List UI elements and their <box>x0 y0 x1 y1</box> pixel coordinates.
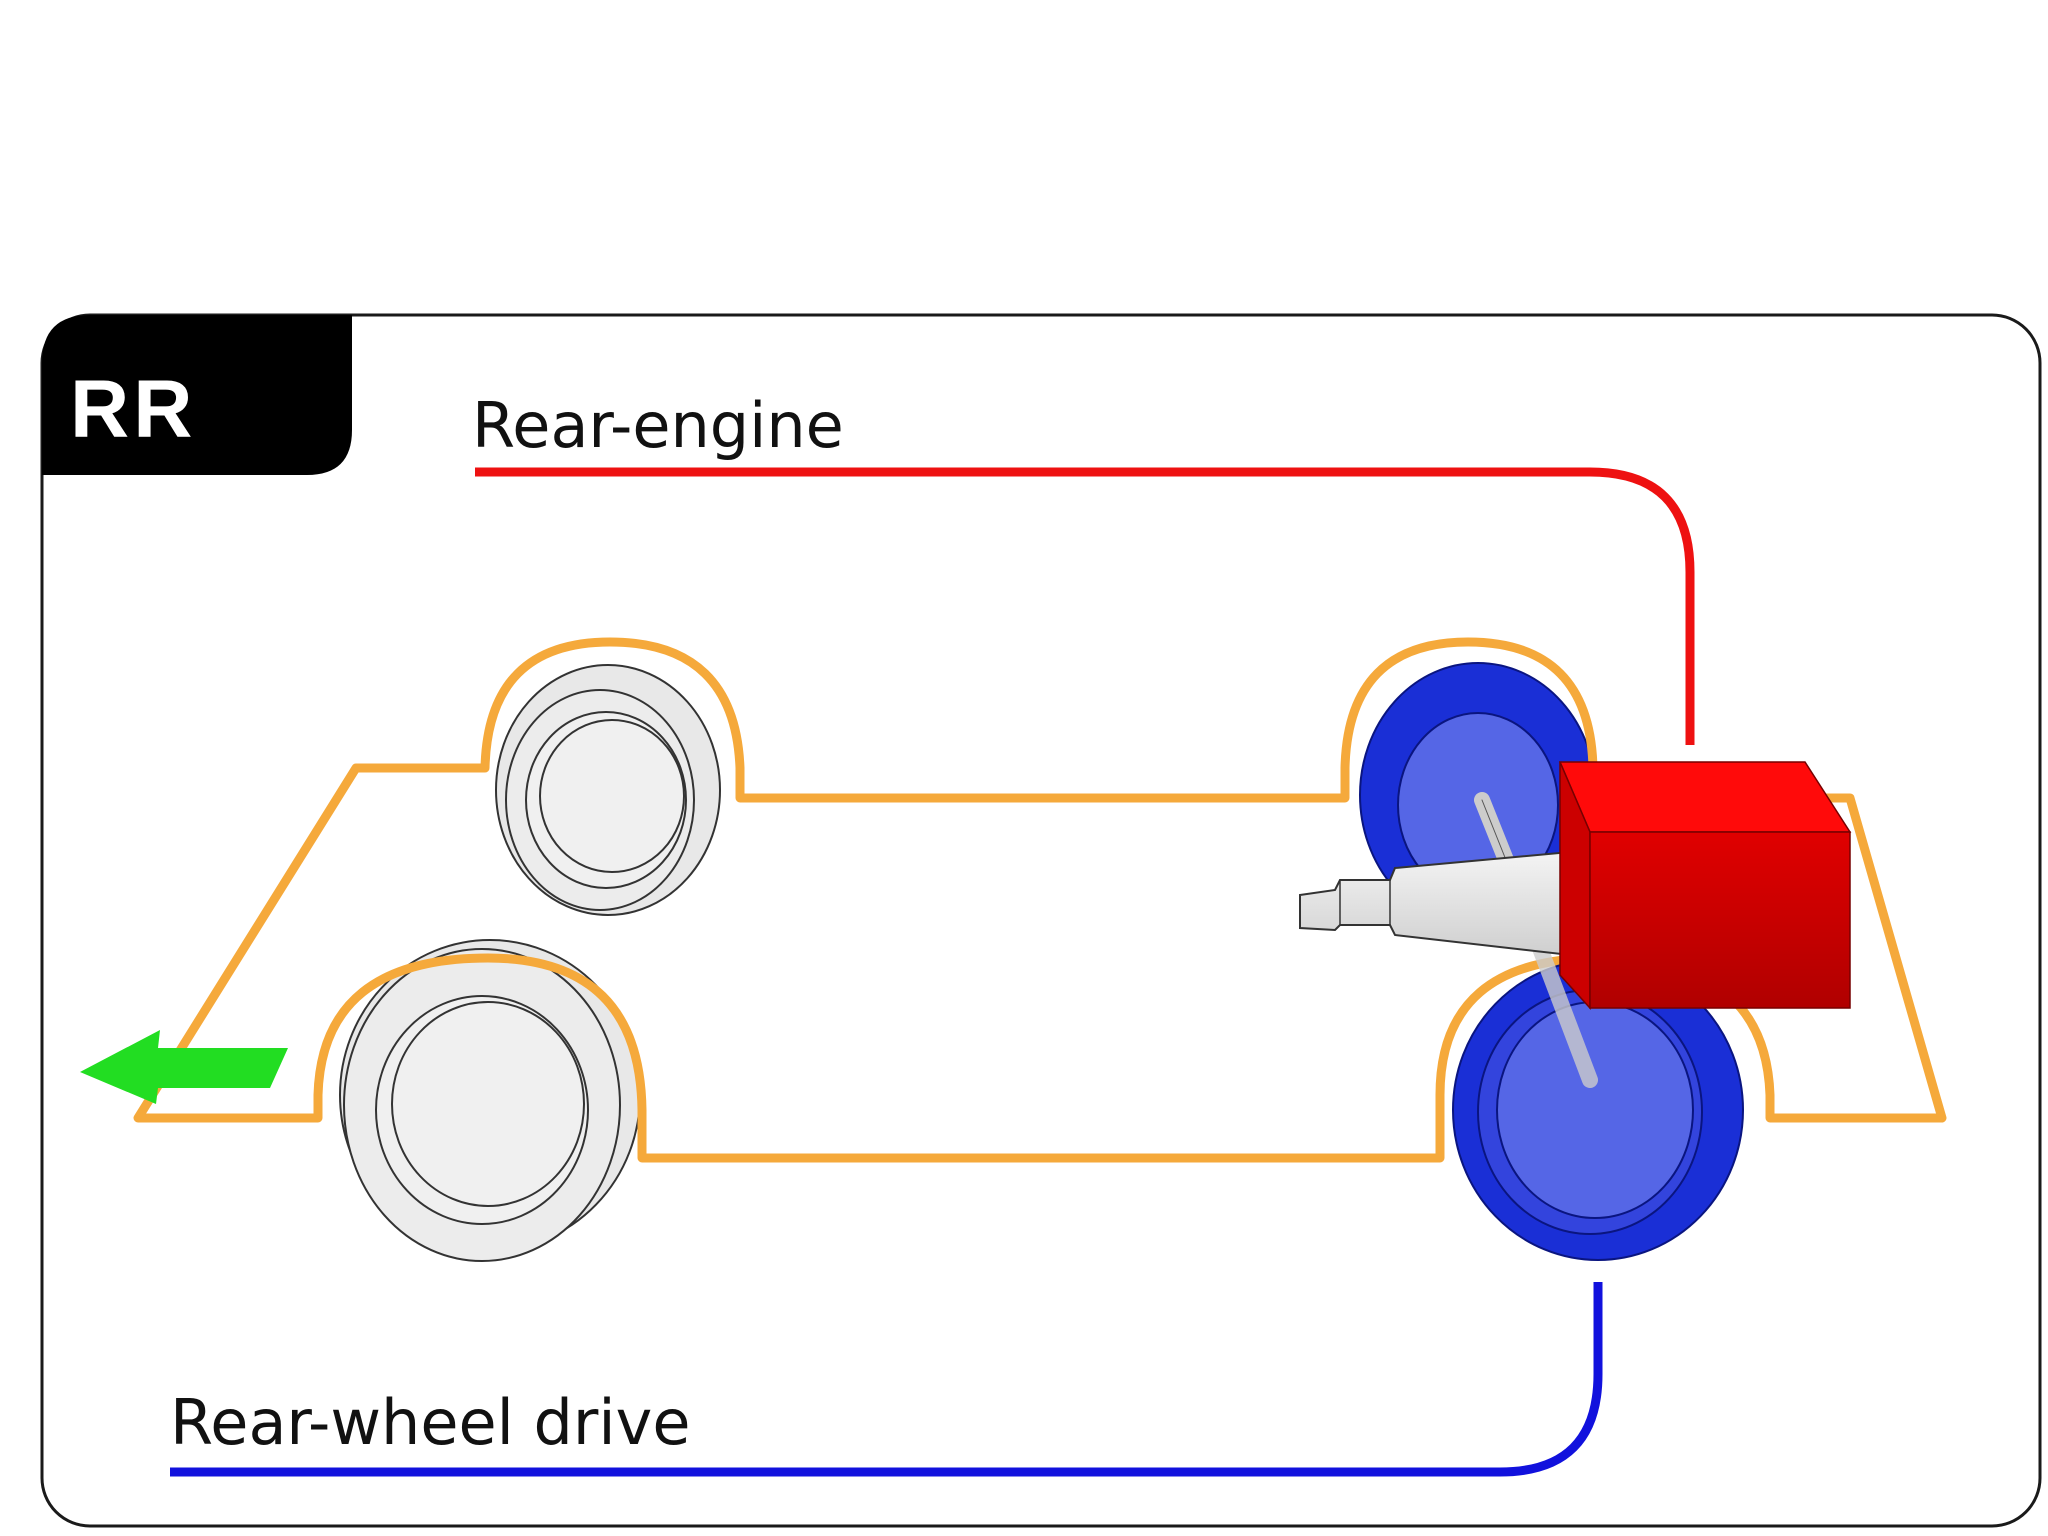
badge-label: RR <box>70 364 196 455</box>
badge-tab <box>42 315 352 475</box>
front-right-wheel <box>339 939 641 1262</box>
engine-leader-line <box>475 467 1695 745</box>
drive-label: Rear-wheel drive <box>170 1386 690 1459</box>
rear-right-driven-wheel <box>1452 959 1744 1261</box>
arrow-left-icon <box>80 1030 288 1104</box>
front-left-wheel <box>495 664 721 916</box>
car-body-outline <box>133 637 1947 1163</box>
drive-leader-line <box>170 1282 1603 1477</box>
engine-label: Rear-engine <box>472 389 844 462</box>
lower-half-shaft <box>1527 927 1598 1088</box>
engine-block <box>1558 761 1852 1010</box>
